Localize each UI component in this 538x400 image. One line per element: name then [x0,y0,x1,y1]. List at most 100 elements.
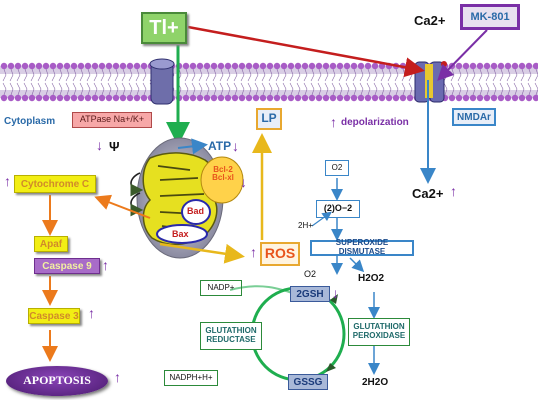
bad-circle [181,199,211,225]
lipid-peroxidation-box: LP [256,108,282,130]
ros-box: ROS [260,242,300,266]
lipid-head [280,94,288,102]
atpase-box: ATPase Na+/K+ [72,112,152,128]
nmda-receptor [414,61,447,103]
lipid-head [448,94,456,102]
lipid-head [210,94,218,102]
atp-label: ATP [208,139,232,153]
lipid-tail [534,68,538,96]
lipid-head [105,94,113,102]
lipid-tail [457,68,462,96]
lipid-head [238,94,246,102]
membrane [0,62,538,102]
lipid-tail [79,68,84,96]
lipid-head [266,62,274,70]
lipid-tail [282,68,287,96]
lipid-head [329,94,337,102]
lipid-head [518,62,526,70]
caspase3-box: Caspase 3 [28,308,80,324]
calcium-top-label: Ca2+ [414,13,446,28]
lipid-tail [485,68,490,96]
lipid-head [182,62,190,70]
lipid-tail [30,68,35,96]
lipid-tail [100,68,105,96]
lipid-tail [233,68,238,96]
depolarization-label: depolarization [341,117,409,128]
apoptosis-label: APOPTOSIS [23,373,91,388]
lipid-head [476,62,484,70]
lipid-tail [471,68,476,96]
lipid-head [252,94,260,102]
lipid-tail [9,68,14,96]
lipid-head [238,62,246,70]
lipid-tail [191,68,196,96]
lipid-tail [359,68,364,96]
lipid-head [56,94,64,102]
lipid-head [91,94,99,102]
bcl-down-arrow: ↓ [240,174,247,190]
lipid-tail [310,68,315,96]
apaf-box: Apaf [34,236,68,252]
tl-to-nmdar-arrow [187,25,425,78]
lipid-tail [527,68,532,96]
lipid-tail [261,68,266,96]
atp-down-arrow: ↓ [232,138,239,154]
lipid-head [357,94,365,102]
lipid-tail [303,68,308,96]
thallium-ion-label: Tl+ [149,17,179,39]
lipid-head [266,94,274,102]
lipid-head [364,94,372,102]
lipid-tail [219,68,224,96]
lipid-head [455,94,463,102]
lipid-head [497,94,505,102]
lipid-tail [394,68,399,96]
lipid-tail [121,68,126,96]
lipid-head [364,62,372,70]
lipid-head [182,94,190,102]
lipid-tail [247,68,252,96]
membrane-potential-label: Ψ [109,139,120,154]
lipid-tail [492,68,497,96]
lipid-head [392,94,400,102]
lipid-tail [58,68,63,96]
lipid-tail [275,68,280,96]
lipid-tail [226,68,231,96]
lipid-head [210,62,218,70]
superoxide-radical-label: (2)O−2 [323,203,353,214]
lipid-tail [380,68,385,96]
lipid-tail [44,68,49,96]
lipid-head [140,62,148,70]
lipid-head [91,62,99,70]
mito-to-cytc-arrow [94,194,151,219]
superoxide-radical-box: (2)O−2 [316,200,360,218]
cytochrome-c-box: Cytochrome C [14,175,96,193]
lipid-tail [387,68,392,96]
lipid-head [350,94,358,102]
lipid-head [371,62,379,70]
lipid-head [322,94,330,102]
lipid-tail [65,68,70,96]
mk801-block-arrow [437,29,488,81]
lipid-head [532,62,538,70]
lipid-head [322,62,330,70]
lipid-head [301,62,309,70]
lipid-head [294,62,302,70]
ros-up-arrow: ↑ [250,244,257,260]
lipid-head [301,94,309,102]
lipid-tail [352,68,357,96]
lipid-head [469,94,477,102]
lipid-head [0,94,8,102]
lipid-head [280,62,288,70]
lipid-head [315,94,323,102]
lipid-head [126,62,134,70]
lipid-head [497,62,505,70]
lipid-head [49,94,57,102]
gsh-down-arrow: ↓ [332,285,339,301]
lipid-head [518,94,526,102]
lipid-tail [366,68,371,96]
lipid-head [245,62,253,70]
electron-flow-arrow [130,172,144,197]
lipid-head [70,62,78,70]
lipid-tail [184,68,189,96]
caspase9-label: Caspase 9 [42,260,92,272]
